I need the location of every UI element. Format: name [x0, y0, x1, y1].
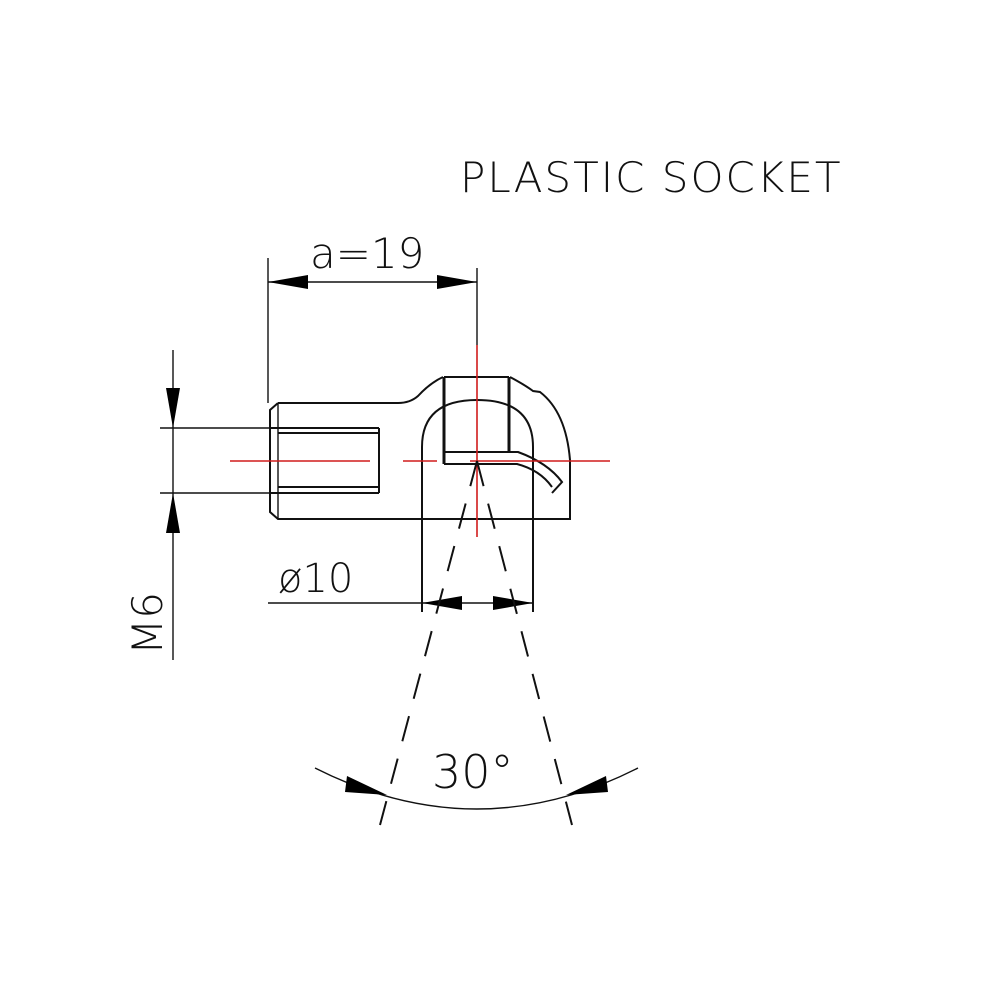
diameter-dimension: ø10 [268, 556, 533, 610]
length-dimension: a=19 [267, 229, 478, 403]
thread-dimension: M6 [123, 350, 272, 660]
angle-label: 30° [432, 745, 514, 799]
diameter-label: ø10 [278, 556, 353, 602]
thread-label: M6 [123, 592, 172, 655]
angle-dimension: 30° [314, 460, 639, 826]
drawing-title: PLASTIC SOCKET [460, 153, 843, 202]
centerlines [230, 345, 610, 537]
length-label: a=19 [310, 229, 424, 278]
